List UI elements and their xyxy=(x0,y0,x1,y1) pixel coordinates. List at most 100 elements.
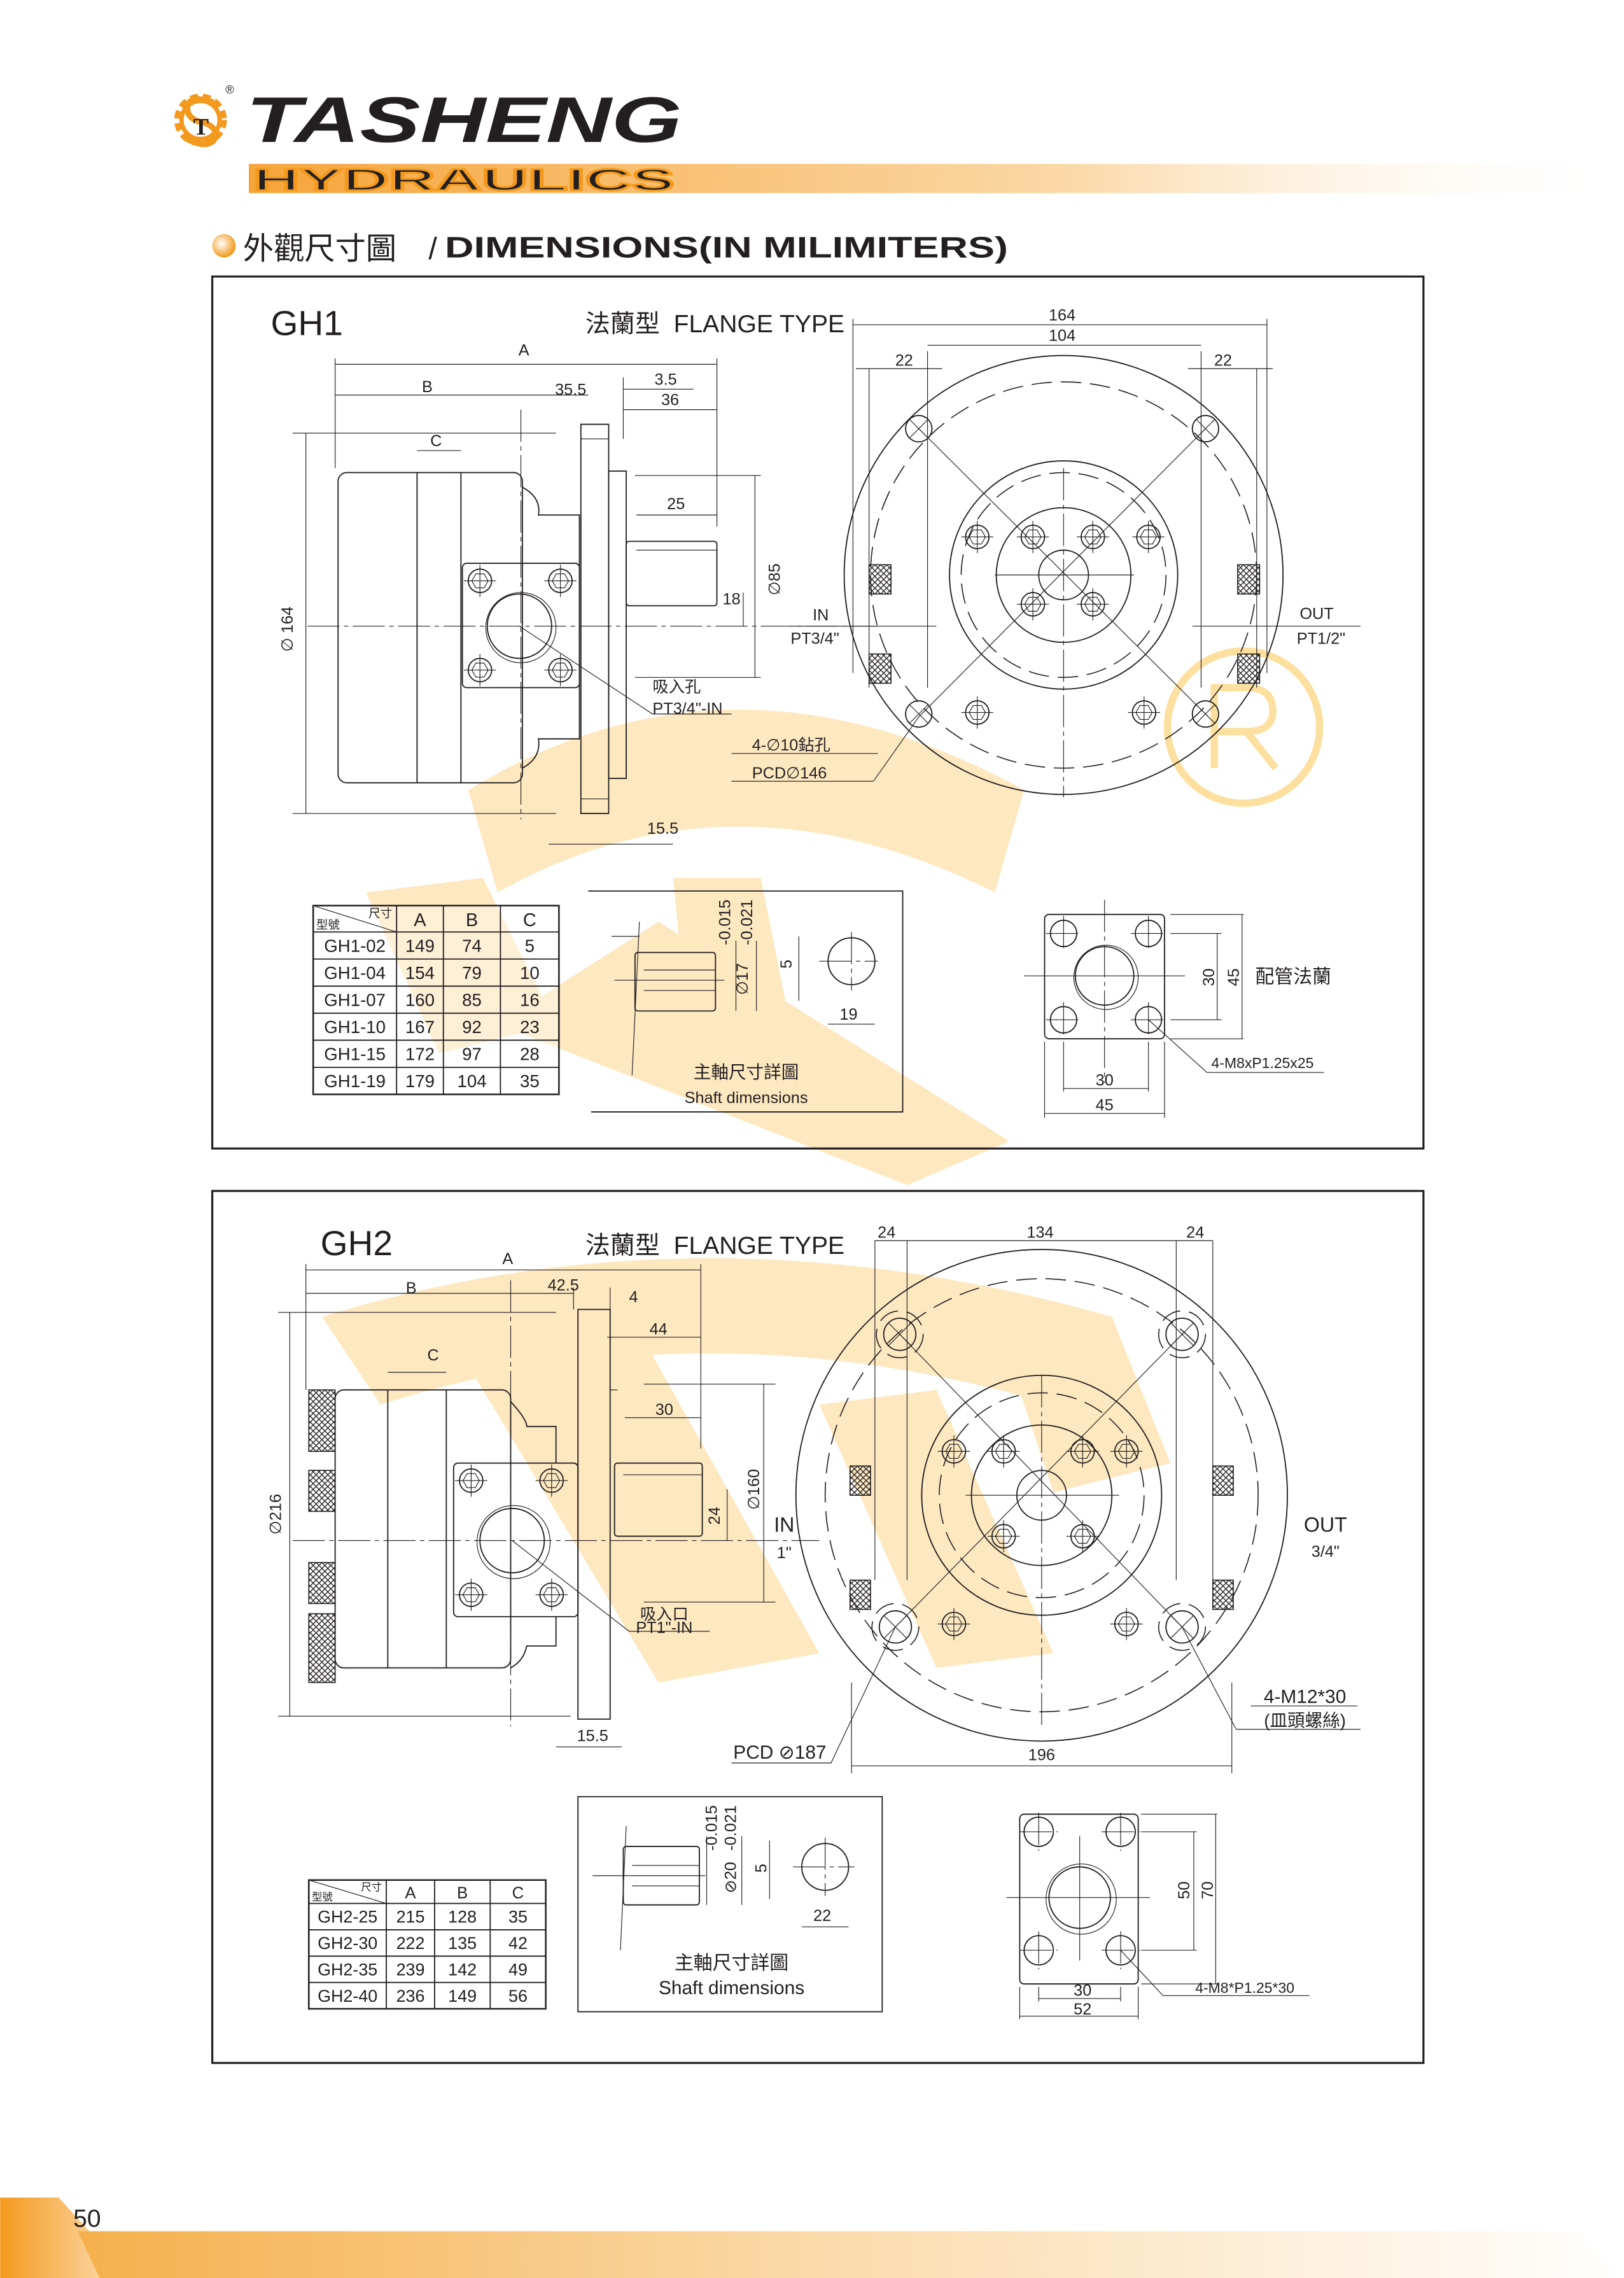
table-cell-value: 23 xyxy=(520,1017,540,1037)
section-title-sep: / xyxy=(420,232,445,266)
bolt-icon xyxy=(937,1435,970,1468)
table-cell-value: 85 xyxy=(462,990,482,1009)
gh2-dim-44: 44 xyxy=(650,1320,668,1338)
bolt-icon xyxy=(535,1578,568,1611)
bolt-icon xyxy=(987,1435,1020,1468)
brand-logo: T ® TASHENG HYDRAULICS xyxy=(174,83,1624,198)
bolt-icon xyxy=(1128,696,1161,729)
gh2-flange-dim-52-h: 52 xyxy=(1074,2000,1091,2018)
gh2-front-dim-196: 196 xyxy=(1028,1746,1055,1764)
gh2-flange-dim-30-h: 30 xyxy=(1074,1981,1091,1999)
table-cell-value: 172 xyxy=(405,1044,435,1064)
gh1-dim-dia85: ∅85 xyxy=(766,563,783,595)
bolt-icon xyxy=(1066,1435,1099,1468)
table-cell-value: 35 xyxy=(520,1071,540,1091)
gh1-dim-18: 18 xyxy=(723,590,741,608)
bolt-icon xyxy=(987,1520,1020,1552)
gh1-pcd-label: PCD∅146 xyxy=(752,764,827,782)
gh2-screws-note: (皿頭螺絲) xyxy=(1264,1710,1346,1730)
gh2-in-size: 1" xyxy=(777,1544,792,1562)
gh2-dim-15-5: 15.5 xyxy=(577,1727,608,1745)
bolt-icon xyxy=(961,696,994,729)
gh2-panel: GH2 法蘭型 FLANGE TYPE xyxy=(211,1190,1425,2064)
bolt-icon xyxy=(961,521,994,553)
page-footer: 50 xyxy=(0,2197,1624,2278)
gh1-mount-holes-label: 4-∅10鉆孔 xyxy=(752,736,830,754)
table-cell-model: GH1-02 xyxy=(324,936,386,955)
bolt-icon xyxy=(937,1608,970,1640)
gh2-dim-b: B xyxy=(406,1279,417,1297)
table-cell-value: 236 xyxy=(396,1986,425,2006)
gh1-pipe-flange-label: 配管法蘭 xyxy=(1255,967,1331,988)
table-cell-value: 239 xyxy=(396,1960,425,1979)
table-cell-value: 149 xyxy=(448,1986,477,2006)
table-cell-value: 222 xyxy=(396,1934,425,1953)
threaded-hole-icon xyxy=(1019,1813,1058,1851)
watermark-gear-logo xyxy=(321,709,1171,1683)
bolt-icon xyxy=(1066,1520,1099,1552)
bolt-icon xyxy=(1016,588,1049,621)
gh2-inlet-label-zh: 吸入口 xyxy=(640,1606,689,1624)
gh1-port-hatch xyxy=(1237,564,1261,595)
table-cell-value: 16 xyxy=(520,990,540,1009)
gh1-front-view: 164 104 22 22 IN PT3/4" OUT PT1/2" 4-∅10… xyxy=(731,306,1361,798)
gh2-front-dim-134: 134 xyxy=(1027,1224,1054,1242)
mounting-hole-icon xyxy=(1158,1310,1207,1358)
table-cell-value: 79 xyxy=(462,963,482,983)
gh1-front-dim-164: 164 xyxy=(1049,306,1075,324)
mounting-hole-icon xyxy=(905,700,933,728)
table-cell-model: GH2-25 xyxy=(318,1908,377,1927)
table-cell-model: GH1-07 xyxy=(324,990,386,1009)
gh1-shaft-detail: -0.015 -0.021 ∅17 5 19 主軸尺寸詳圖 Shaft dime… xyxy=(588,890,904,1113)
gh2-dim-4: 4 xyxy=(629,1288,638,1306)
gh2-side-view: A B C 42.5 4 44 30 24 ∅160 ∅216 15.5 IN … xyxy=(267,1250,820,1748)
gh2-dim-dia216: ∅216 xyxy=(267,1494,285,1535)
gh1-dim-36: 36 xyxy=(661,391,679,409)
gh2-shaft-tol-upper: -0.015 xyxy=(703,1805,721,1851)
table-corner-model: 型號 xyxy=(316,918,340,932)
table-header-a: A xyxy=(414,910,426,931)
table-cell-value: 10 xyxy=(520,963,540,983)
threaded-hole-icon xyxy=(1102,1931,1140,1969)
mounting-hole-icon xyxy=(1158,1603,1207,1651)
table-cell-value: 5 xyxy=(525,936,535,955)
registered-mark: ® xyxy=(225,83,234,96)
gh1-inlet-label: PT3/4"-IN xyxy=(652,700,722,718)
table-cell-model: GH2-35 xyxy=(318,1960,377,1979)
gh1-shaft-length: 19 xyxy=(839,1006,857,1023)
gh2-pcd-label: PCD ⊘187 xyxy=(733,1742,826,1763)
table-cell-value: 160 xyxy=(405,990,435,1009)
table-cell-value: 49 xyxy=(508,1960,528,1979)
mounting-hole-icon xyxy=(1191,700,1219,728)
table-header-b: B xyxy=(457,1884,468,1902)
table-cell-model: GH1-15 xyxy=(324,1044,386,1064)
gh1-shaft-tol-lower: -0.021 xyxy=(738,899,756,945)
gh2-out-size: 3/4" xyxy=(1312,1543,1340,1561)
gh2-dim-30: 30 xyxy=(655,1401,673,1419)
gh2-flange-dim-70-v: 70 xyxy=(1199,1881,1217,1899)
gh2-out-label: OUT xyxy=(1304,1514,1347,1536)
threaded-hole-icon xyxy=(1046,1002,1081,1037)
gh2-shaft-dia: ⊘20 xyxy=(722,1862,739,1893)
table-cell-value: 154 xyxy=(405,963,435,983)
table-cell-value: 142 xyxy=(448,1960,477,1979)
table-corner-model: 型號 xyxy=(312,1891,333,1903)
gh1-dim-a: A xyxy=(519,342,529,360)
table-cell-value: 42 xyxy=(508,1934,528,1953)
table-cell-value: 104 xyxy=(458,1071,487,1091)
gh2-front-dim-24-left: 24 xyxy=(878,1224,895,1242)
gh2-shaft-tol-lower: -0.021 xyxy=(722,1805,739,1851)
bolt-icon xyxy=(1110,1608,1143,1640)
gh1-dim-3-5: 3.5 xyxy=(655,371,677,389)
threaded-hole-icon xyxy=(1102,1813,1140,1851)
bolt-icon xyxy=(463,565,496,597)
gh1-pipe-flange: 30 45 配管法蘭 30 45 4-M8xP1.25x25 xyxy=(1024,899,1331,1118)
gh2-dim-24: 24 xyxy=(706,1507,724,1524)
gh2-shaft-length: 22 xyxy=(813,1907,831,1925)
